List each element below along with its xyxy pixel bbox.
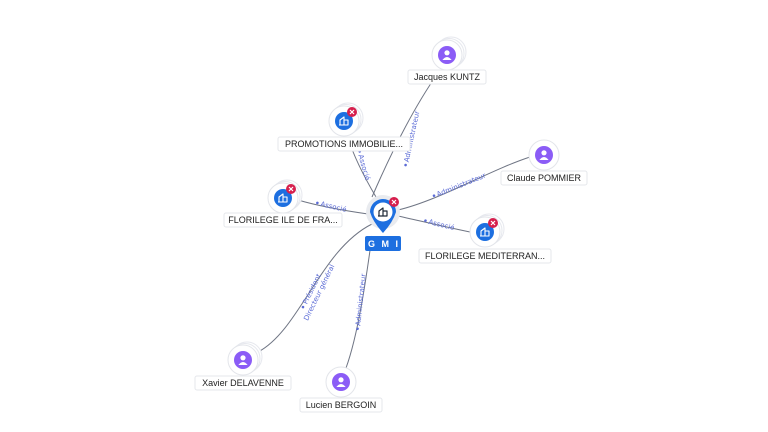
building-icon [335,112,353,130]
building-icon [378,207,388,217]
person-icon [535,146,553,164]
edge-label-group: Administrateur [354,273,368,331]
edge-line [397,215,471,233]
edge-label: Associé [320,200,348,214]
node-mediterranee[interactable]: FLORILEGE MEDITERRAN... [418,213,552,264]
node-label[interactable]: Lucien BERGOIN [299,397,383,413]
edge-arrow-icon [424,219,427,222]
node-pommier[interactable]: Claude POMMIER [500,139,588,186]
center-node[interactable]: G M I [365,195,401,251]
node-label-text: FLORILEGE MEDITERRAN... [425,251,545,261]
node-label[interactable]: Jacques KUNTZ [407,69,487,85]
building-icon [476,223,494,241]
edge-line [297,199,369,215]
edge-label-group: Associé [424,218,456,232]
node-label-text: PROMOTIONS IMMOBILIE... [285,139,403,149]
edge-label: Associé [356,154,371,182]
building-icon [274,189,292,207]
center-label[interactable]: G M I [365,236,401,251]
edge-line [397,156,531,211]
nodes-layer: Jacques KUNTZ PROMOTIONS IMMOBILIE... Clau… [194,36,588,413]
node-label-text: Xavier DELAVENNE [202,378,284,388]
edge-line [371,72,439,198]
edge-mediterranee: Associé [397,215,471,233]
node-label-text: FLORILEGE ILE DE FRA... [228,215,338,225]
node-label-text: Jacques KUNTZ [414,72,481,82]
edge-arrow-icon [316,201,319,205]
edge-line [345,235,373,369]
edge-line [257,223,373,353]
person-icon [438,46,456,64]
close-badge-icon [347,107,357,117]
node-label[interactable]: PROMOTIONS IMMOBILIE... [277,136,411,152]
node-kuntz[interactable]: Jacques KUNTZ [407,36,487,85]
center-label-text: G M I [368,239,400,249]
person-icon [332,373,350,391]
close-badge-icon [488,218,498,228]
edge-label-group: Associé [316,200,348,214]
edge-label: Administrateur [436,172,487,199]
close-badge-icon [389,197,399,207]
edge-kuntz: Administrateur [371,72,439,198]
node-label-text: Lucien BERGOIN [306,400,377,410]
node-label[interactable]: Claude POMMIER [500,170,588,186]
edge-arrow-icon [301,305,305,309]
person-icon [234,351,252,369]
edge-arrow-icon [404,163,407,167]
node-label[interactable]: FLORILEGE MEDITERRAN... [418,248,552,264]
edge-arrow-icon [432,194,436,198]
node-label[interactable]: Xavier DELAVENNE [194,375,292,391]
node-ile_de_france[interactable]: FLORILEGE ILE DE FRA... [223,179,343,228]
node-label-text: Claude POMMIER [507,173,582,183]
edge-ile_de_france: Associé [297,199,369,215]
node-promotions[interactable]: PROMOTIONS IMMOBILIE... [277,102,411,152]
edge-arrow-icon [356,327,359,331]
close-badge-icon [286,184,296,194]
node-label[interactable]: FLORILEGE ILE DE FRA... [223,212,343,228]
edge-label-group: Associé [356,150,371,182]
edge-bergoin: Administrateur [345,235,373,369]
node-bergoin[interactable]: Lucien BERGOIN [299,366,383,413]
edge-label-group: Administrateur [432,172,487,199]
edge-label: Associé [428,218,456,232]
node-delavenne[interactable]: Xavier DELAVENNE [194,341,292,391]
edge-label: Administrateur [354,273,367,326]
